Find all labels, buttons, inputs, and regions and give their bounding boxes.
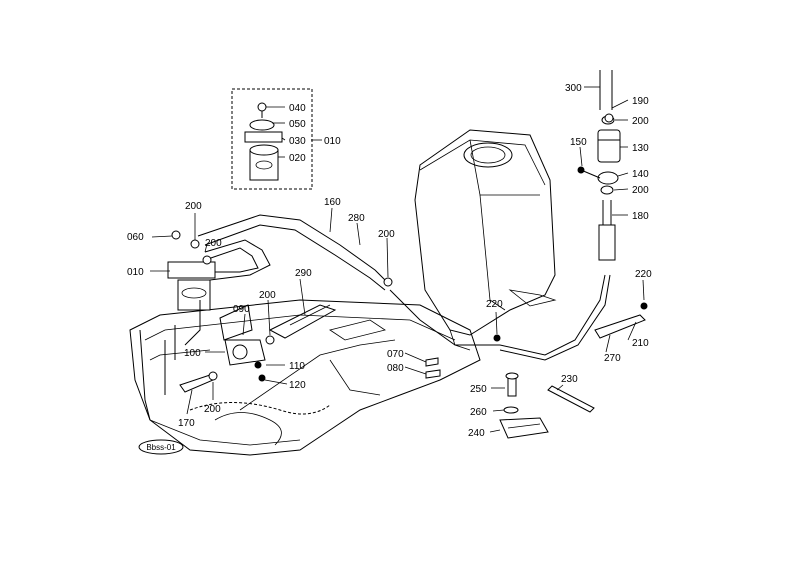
figure-code-badge: Bbss-01 <box>138 439 184 455</box>
callout-220: 220 <box>635 269 652 280</box>
inline-fuel-filter <box>577 115 621 195</box>
callout-230: 230 <box>561 374 578 385</box>
fuel-tank <box>414 129 557 351</box>
callout-030: 030 <box>289 136 306 147</box>
callout-260: 260 <box>470 407 487 418</box>
leader-lines <box>150 86 645 433</box>
fuel-hoses <box>179 70 646 413</box>
callout-060: 060 <box>127 232 144 243</box>
callout-290: 290 <box>295 268 312 279</box>
clamps-fasteners <box>383 113 648 439</box>
callout-050: 050 <box>289 119 306 130</box>
fuel-filter-assembly <box>167 230 216 311</box>
callout-010: 010 <box>324 136 341 147</box>
callout-160: 160 <box>324 197 341 208</box>
callout-170: 170 <box>178 418 195 429</box>
callout-270: 270 <box>604 353 621 364</box>
callout-190: 190 <box>632 96 649 107</box>
callout-280: 280 <box>348 213 365 224</box>
callout-300: 300 <box>565 83 582 94</box>
figure-code: Bbss-01 <box>146 443 176 452</box>
callout-150: 150 <box>570 137 587 148</box>
callout-040: 040 <box>289 103 306 114</box>
callout-070: 070 <box>387 349 404 360</box>
callout-140: 140 <box>632 169 649 180</box>
callout-labels: 300 190 200 150 130 140 200 180 220 210 … <box>127 83 652 439</box>
callout-200: 200 <box>205 238 222 249</box>
callout-220: 220 <box>486 299 503 310</box>
callout-080: 080 <box>387 363 404 374</box>
callout-130: 130 <box>632 143 649 154</box>
callout-200: 200 <box>632 185 649 196</box>
fuel-pump <box>164 300 275 395</box>
callout-240: 240 <box>468 428 485 439</box>
callout-200: 200 <box>259 290 276 301</box>
callout-250: 250 <box>470 384 487 395</box>
callout-200: 200 <box>185 201 202 212</box>
callout-210: 210 <box>632 338 649 349</box>
callout-100: 100 <box>184 348 201 359</box>
callout-120: 120 <box>289 380 306 391</box>
callout-090: 090 <box>233 304 250 315</box>
callout-200: 200 <box>378 229 395 240</box>
callout-200: 200 <box>632 116 649 127</box>
callout-020: 020 <box>289 153 306 164</box>
filter-detail-inset <box>231 88 313 190</box>
callout-110: 110 <box>289 361 305 372</box>
callout-180: 180 <box>632 211 649 222</box>
callout-010: 010 <box>127 267 144 278</box>
callout-200: 200 <box>204 404 221 415</box>
